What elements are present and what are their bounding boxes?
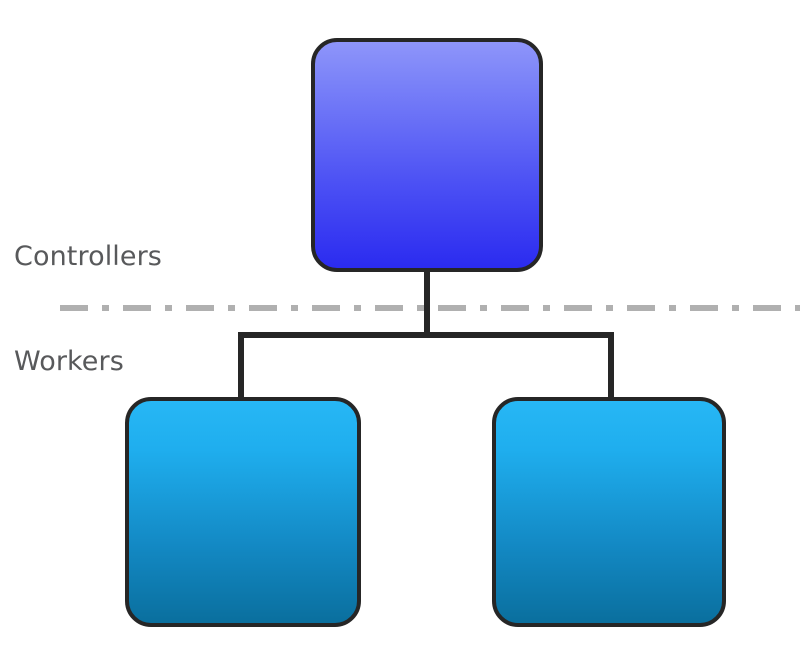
zone-divider-dash-dot-line [60, 305, 800, 311]
node-worker-1[interactable] [125, 397, 361, 627]
node-worker-2[interactable] [492, 397, 726, 627]
edge-controller-to-bus [424, 266, 430, 338]
zone-label-controllers: Controllers [14, 241, 162, 272]
node-controller[interactable] [311, 38, 543, 272]
edge-bus-to-worker-2 [608, 332, 614, 402]
zone-label-workers: Workers [14, 346, 124, 377]
edge-bus-to-worker-1 [238, 332, 244, 402]
edge-worker-bus [238, 332, 614, 338]
